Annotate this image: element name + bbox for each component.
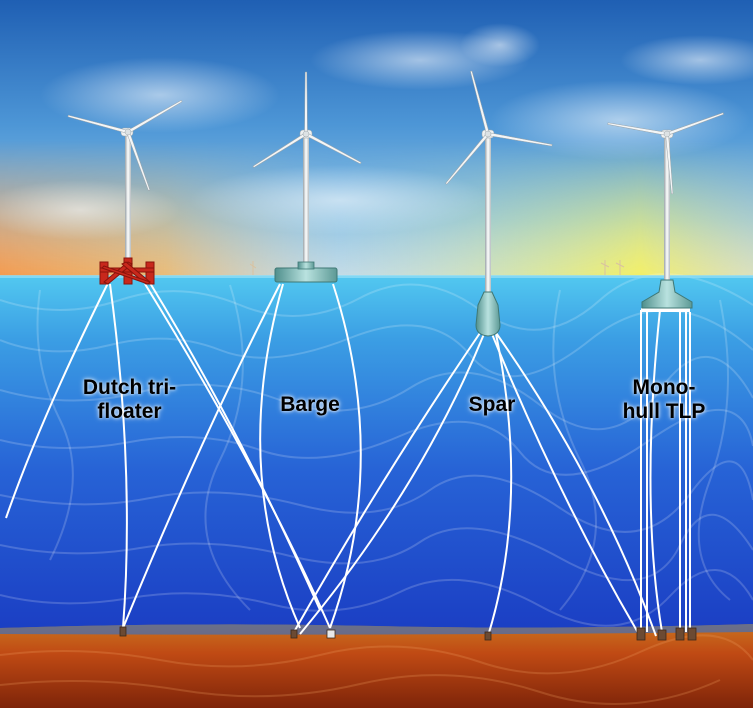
mooring-lines-trifloater bbox=[5, 282, 331, 629]
mooring-lines-barge bbox=[122, 283, 362, 629]
trifloater-platform bbox=[99, 257, 155, 285]
label-mono-hull-tlp: Mono- hull TLP bbox=[622, 376, 706, 423]
anchors bbox=[119, 626, 697, 641]
anchor-icon bbox=[687, 627, 697, 641]
label-spar: Spar bbox=[468, 393, 516, 416]
label-barge: Barge bbox=[280, 393, 340, 416]
anchor-icon bbox=[636, 627, 646, 641]
anchor-icon bbox=[675, 627, 685, 641]
clouds bbox=[0, 23, 753, 240]
anchor-icon bbox=[484, 631, 492, 641]
anchor-icon bbox=[119, 626, 127, 637]
distant-turbines bbox=[249, 260, 625, 275]
anchor-icon bbox=[657, 629, 667, 641]
anchor-icon bbox=[290, 629, 298, 639]
turbine-trifloater bbox=[5, 99, 331, 629]
label-dutch-trifloater: Dutch tri- floater bbox=[82, 376, 177, 423]
turbine-tlp bbox=[607, 112, 724, 634]
anchor-icon bbox=[326, 629, 336, 639]
turbine-barge bbox=[122, 71, 362, 629]
tlp-tendons bbox=[640, 309, 691, 634]
seabed-texture bbox=[0, 634, 753, 705]
